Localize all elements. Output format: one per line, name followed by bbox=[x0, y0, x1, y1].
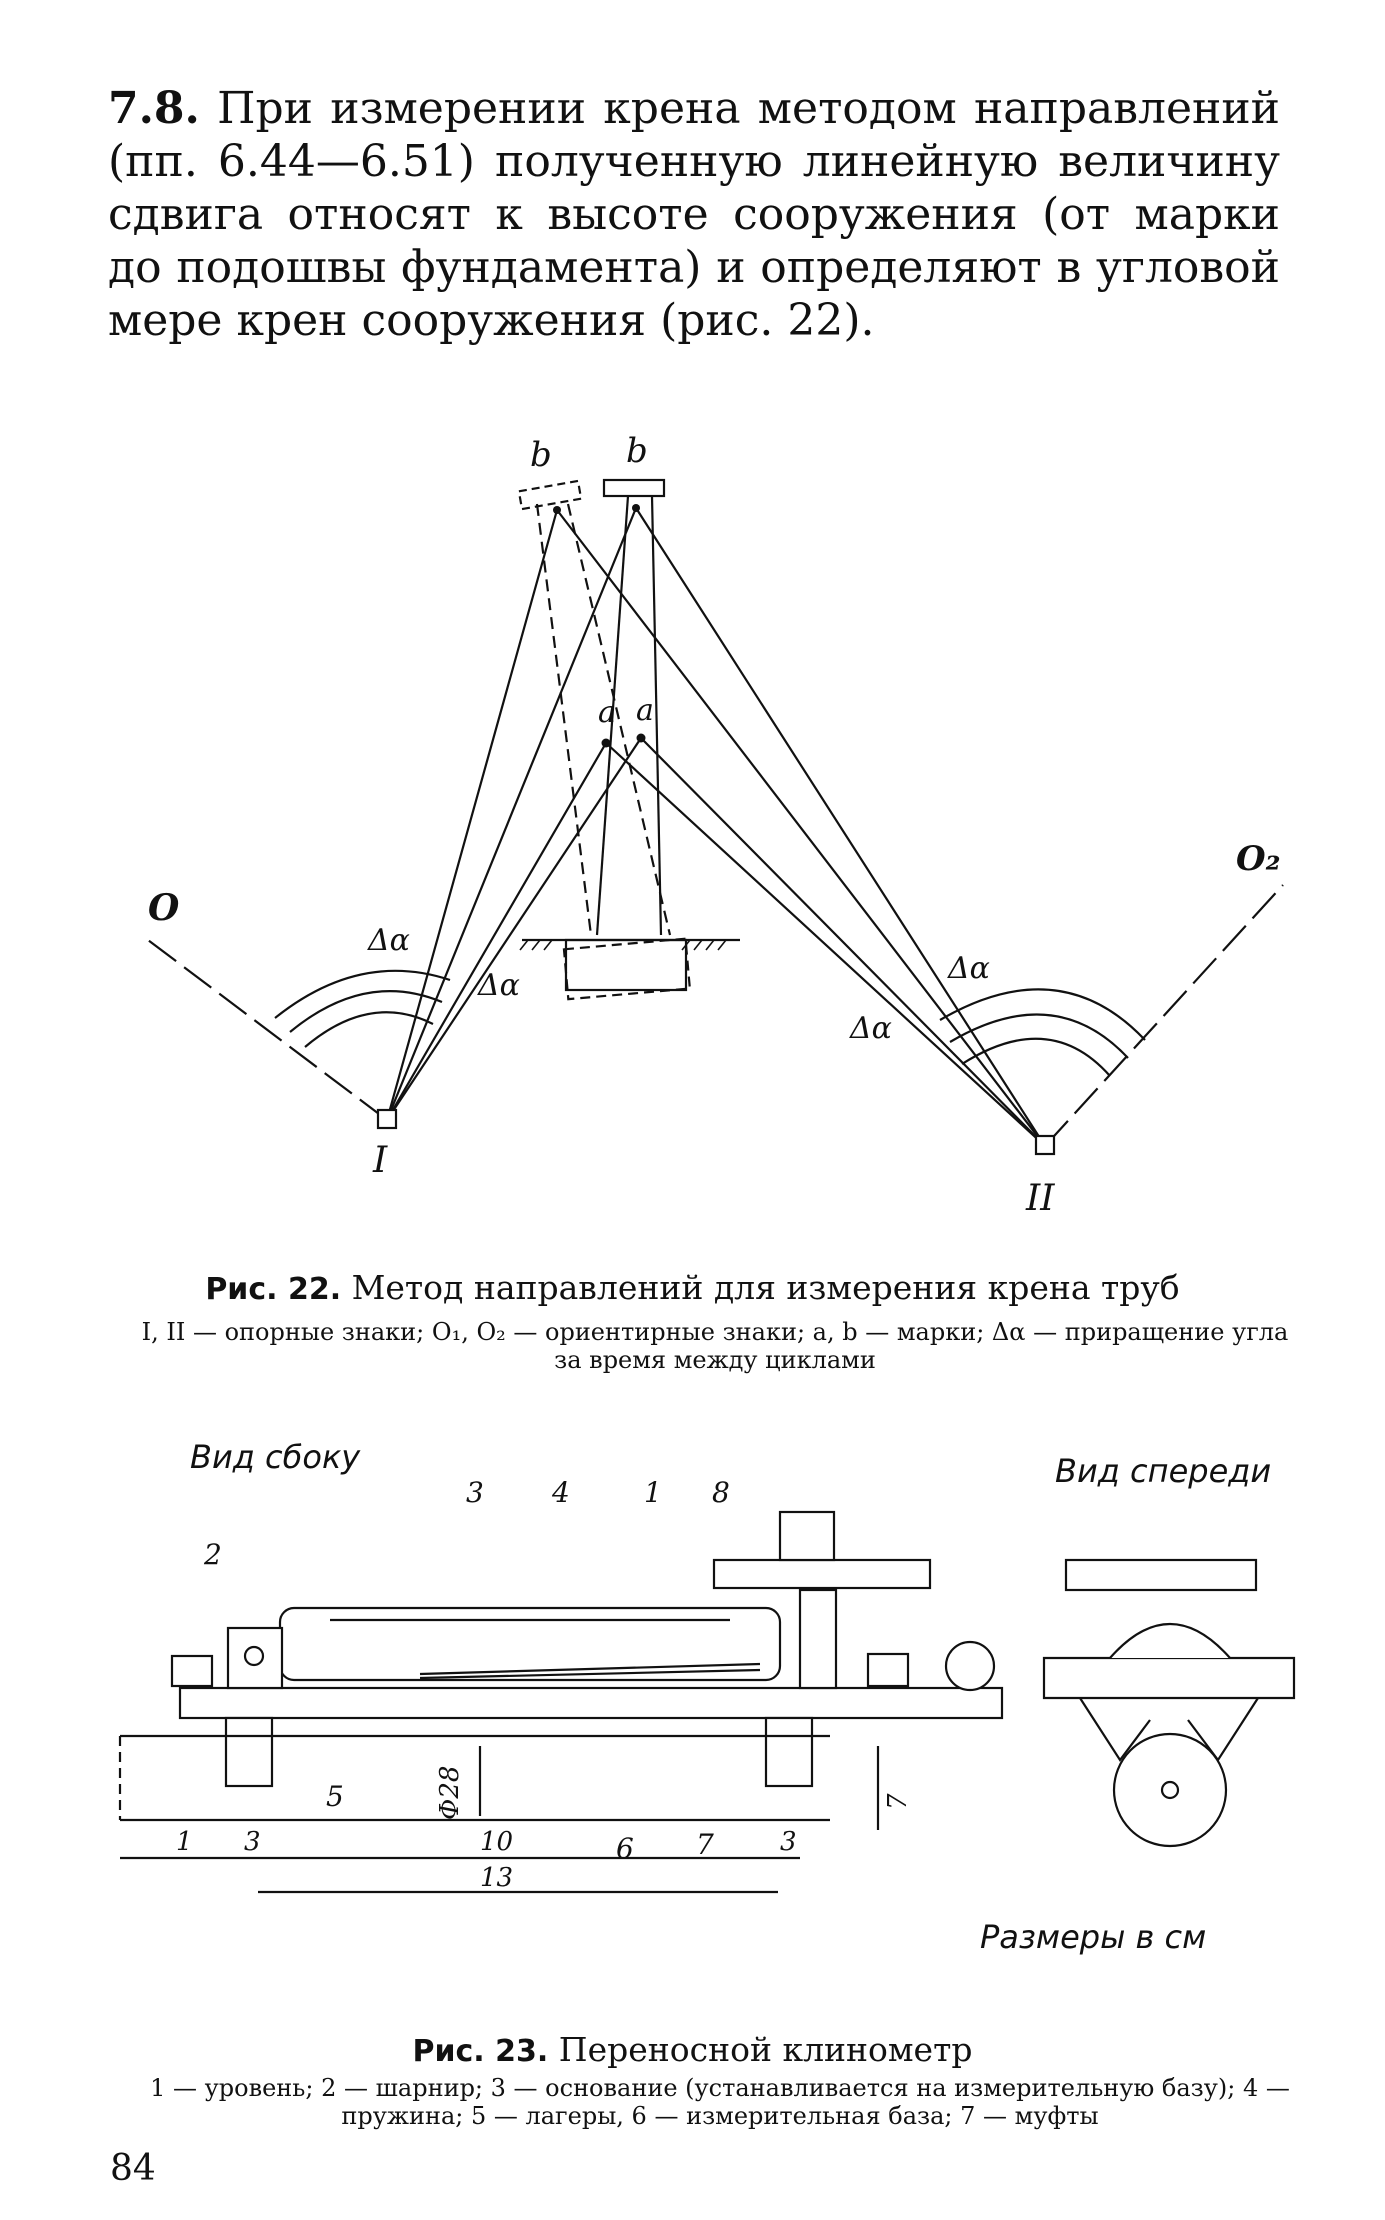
part-3-label: 3 bbox=[466, 1476, 484, 1509]
dim-10-label: 10 bbox=[480, 1827, 513, 1857]
part-6-label: 6 bbox=[616, 1832, 634, 1865]
units-note: Размеры в см bbox=[980, 1918, 1206, 1956]
figure-23: Вид сбоку Вид спереди bbox=[0, 1420, 1385, 1984]
arc-I-2 bbox=[289, 990, 443, 1033]
figure-22-caption: Рис. 22. Метод направлений для измерения… bbox=[0, 1268, 1385, 1307]
dim-3b-label: 3 bbox=[780, 1827, 797, 1857]
figure-23-diagram: Вид сбоку Вид спереди bbox=[118, 1438, 1296, 1956]
left-knob bbox=[170, 1654, 214, 1688]
bearing-left bbox=[224, 1716, 274, 1788]
point-a-right bbox=[636, 733, 646, 743]
paragraph-7-8: 7.8. При измерении крена методом направл… bbox=[108, 82, 1280, 347]
figure-22: b b a a O O₂ I II Δα Δα Δα Δα bbox=[0, 410, 1385, 1244]
label-view-front: Вид спереди bbox=[1055, 1452, 1271, 1490]
figure-22-caption-title: Метод направлений для измерения крена тр… bbox=[341, 1268, 1180, 1307]
ray-II-b-right bbox=[635, 507, 1046, 1147]
figure-23-caption-title: Переносной клинометр bbox=[548, 2030, 973, 2069]
paragraph-number: 7.8. bbox=[108, 83, 200, 134]
arc-II-3 bbox=[961, 1037, 1111, 1077]
orientation-line-O2 bbox=[1044, 884, 1284, 1147]
figure-23-legend: 1 — уровень; 2 — шарнир; 3 — основание (… bbox=[150, 2074, 1290, 2130]
arc-II-1 bbox=[939, 988, 1146, 1041]
front-leg-left bbox=[1079, 1697, 1151, 1762]
figure-23-caption-label: Рис. 23. bbox=[412, 2034, 549, 2069]
arc-I-3 bbox=[304, 1011, 434, 1048]
figure-23-caption: Рис. 23. Переносной клинометр bbox=[0, 2030, 1385, 2069]
figure-22-legend: I, II — опорные знаки; O₁, O₂ — ориентир… bbox=[141, 1318, 1289, 1374]
chimney-left-edge bbox=[595, 495, 630, 936]
foundation-tilted bbox=[562, 937, 692, 1001]
dim-7-label: 7 bbox=[883, 1793, 913, 1810]
mark-b-left-plate bbox=[517, 479, 583, 511]
front-top-bar bbox=[1064, 1558, 1258, 1592]
top-screw bbox=[778, 1510, 836, 1562]
part-7-label: 7 bbox=[696, 1828, 714, 1861]
round-knob bbox=[944, 1640, 996, 1692]
label-delta-alpha-right-bottom: Δα bbox=[849, 1011, 892, 1046]
label-O1: O bbox=[148, 887, 180, 929]
top-bar bbox=[712, 1558, 932, 1590]
label-a-right: a bbox=[636, 693, 654, 728]
dim-13-label: 13 bbox=[480, 1863, 513, 1893]
label-station-I: I bbox=[372, 1140, 388, 1181]
front-level-dome bbox=[1109, 1623, 1231, 1659]
arc-I-1 bbox=[274, 969, 451, 1019]
dim-1-label: 1 bbox=[176, 1827, 193, 1857]
right-knob bbox=[866, 1652, 910, 1688]
ray-II-b-left bbox=[556, 509, 1046, 1147]
part-5-label: 5 bbox=[326, 1780, 344, 1813]
spring bbox=[419, 1662, 761, 1676]
part-2-label: 2 bbox=[203, 1538, 222, 1571]
label-b-right: b bbox=[626, 431, 648, 471]
part-4-label: 4 bbox=[551, 1476, 570, 1509]
chimney-tilted-left-edge bbox=[535, 503, 593, 936]
front-measuring-base bbox=[1112, 1732, 1228, 1848]
dim-diameter-label: Φ28 bbox=[435, 1766, 465, 1820]
label-a-left: a bbox=[598, 695, 616, 730]
chimney-tilted-right-edge bbox=[566, 503, 672, 936]
page-number: 84 bbox=[110, 2148, 156, 2189]
hinge-pivot bbox=[243, 1645, 265, 1667]
label-O2: O₂ bbox=[1236, 839, 1281, 879]
label-b-left: b bbox=[530, 435, 552, 475]
station-II-marker bbox=[1034, 1134, 1056, 1156]
chimney-right-edge bbox=[650, 495, 663, 936]
hinge-block bbox=[226, 1626, 284, 1690]
part-1-label: 1 bbox=[644, 1476, 662, 1509]
paragraph-text: При измерении крена методом направлений … bbox=[108, 83, 1280, 346]
station-I-marker bbox=[376, 1108, 398, 1130]
base-plate bbox=[178, 1686, 1004, 1720]
ray-II-a-left bbox=[605, 742, 1046, 1147]
dim-3-label: 3 bbox=[244, 1827, 261, 1857]
label-delta-alpha-right-top: Δα bbox=[947, 951, 990, 986]
point-b-right bbox=[632, 504, 640, 512]
ray-I-a-right bbox=[386, 737, 642, 1121]
label-delta-alpha-left: Δα bbox=[477, 968, 520, 1003]
label-station-II: II bbox=[1025, 1178, 1055, 1219]
orientation-line-O1 bbox=[147, 939, 388, 1121]
figure-22-diagram: b b a a O O₂ I II Δα Δα Δα Δα bbox=[147, 431, 1284, 1219]
ground-hatching bbox=[519, 939, 727, 951]
screw-column bbox=[798, 1588, 838, 1690]
ray-II-a-right bbox=[640, 737, 1046, 1147]
ray-I-b-left bbox=[385, 509, 559, 1121]
ray-I-a-left bbox=[386, 742, 607, 1121]
label-delta-alpha-top: Δα bbox=[367, 923, 410, 958]
label-view-side: Вид сбоку bbox=[190, 1438, 361, 1476]
ray-I-b-right bbox=[385, 507, 638, 1121]
part-8-label: 8 bbox=[712, 1476, 730, 1509]
level-tube bbox=[278, 1606, 782, 1682]
bearing-right bbox=[764, 1716, 814, 1788]
point-a-left bbox=[601, 738, 611, 748]
arc-II-2 bbox=[949, 1013, 1129, 1059]
mark-b-right-plate bbox=[602, 478, 666, 498]
point-b-left bbox=[553, 506, 561, 514]
figure-22-caption-label: Рис. 22. bbox=[205, 1272, 342, 1307]
front-base bbox=[1042, 1656, 1296, 1700]
